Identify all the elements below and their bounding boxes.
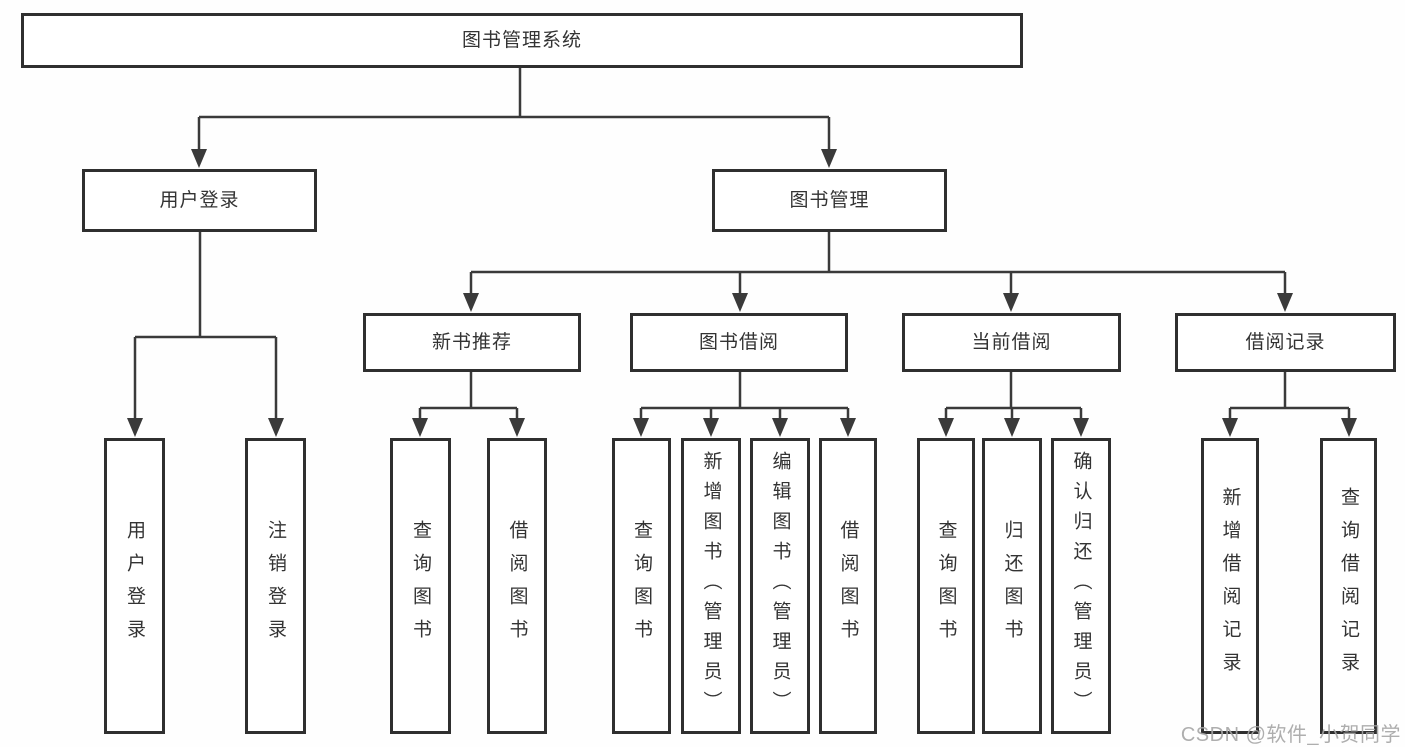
leaf-br-query-record: 查询借阅记录 [1320, 438, 1377, 734]
node-borrowing-record: 借阅记录 [1175, 313, 1396, 372]
leaf-br-query-record-label: 查询借阅记录 [1338, 487, 1359, 685]
node-current-borrowing-label: 当前借阅 [971, 332, 1052, 353]
leaf-bb-query-books-label: 查询图书 [631, 520, 652, 652]
leaf-nb-query-books-label: 查询图书 [410, 520, 431, 652]
leaf-cb-confirm-return-admin: 确认归还（管理员） [1051, 438, 1111, 734]
edge-new-book-children [412, 372, 525, 437]
edge-root-to-level2 [191, 68, 837, 168]
leaf-nb-query-books: 查询图书 [390, 438, 451, 734]
leaf-nb-borrow-books-label: 借阅图书 [506, 520, 528, 652]
leaf-br-add-record: 新增借阅记录 [1201, 438, 1259, 734]
leaf-br-add-record-label: 新增借阅记录 [1219, 487, 1241, 685]
leaf-bb-edit-books-admin-label: 编辑图书（管理员） [769, 451, 791, 721]
leaf-cb-query-books-label: 查询图书 [935, 520, 957, 652]
node-new-book-recommend-label: 新书推荐 [431, 332, 512, 353]
edge-user-login-children [127, 232, 284, 437]
leaf-logout-label: 注销登录 [265, 520, 286, 652]
leaf-logout: 注销登录 [245, 438, 306, 734]
node-book-borrowing: 图书借阅 [630, 313, 848, 372]
node-new-book-recommend: 新书推荐 [363, 313, 581, 372]
edge-current-borrow-children [938, 372, 1089, 437]
node-user-login-label: 用户登录 [159, 190, 240, 211]
node-book-management-label: 图书管理 [789, 190, 870, 211]
node-root-system: 图书管理系统 [21, 13, 1023, 68]
edge-book-borrow-children [633, 372, 856, 437]
leaf-cb-return-books-label: 归还图书 [1001, 520, 1023, 652]
leaf-user-login: 用户登录 [104, 438, 165, 734]
leaf-nb-borrow-books: 借阅图书 [487, 438, 547, 734]
node-book-borrowing-label: 图书借阅 [698, 332, 779, 353]
node-borrowing-record-label: 借阅记录 [1245, 332, 1326, 353]
leaf-bb-add-books-admin-label: 新增图书（管理员） [700, 451, 722, 721]
node-user-login: 用户登录 [82, 169, 317, 232]
leaf-cb-confirm-return-admin-label: 确认归还（管理员） [1070, 451, 1092, 721]
leaf-cb-query-books: 查询图书 [917, 438, 975, 734]
leaf-bb-add-books-admin: 新增图书（管理员） [681, 438, 741, 734]
node-book-management: 图书管理 [712, 169, 947, 232]
edge-book-mgmt-children [463, 232, 1293, 312]
node-root-system-label: 图书管理系统 [461, 30, 582, 51]
leaf-bb-query-books: 查询图书 [612, 438, 671, 734]
node-current-borrowing: 当前借阅 [902, 313, 1121, 372]
leaf-cb-return-books: 归还图书 [982, 438, 1042, 734]
leaf-bb-borrow-books-label: 借阅图书 [837, 520, 859, 652]
edge-borrow-record-children [1222, 372, 1357, 437]
leaf-bb-borrow-books: 借阅图书 [819, 438, 877, 734]
leaf-user-login-label: 用户登录 [124, 520, 145, 652]
leaf-bb-edit-books-admin: 编辑图书（管理员） [750, 438, 810, 734]
